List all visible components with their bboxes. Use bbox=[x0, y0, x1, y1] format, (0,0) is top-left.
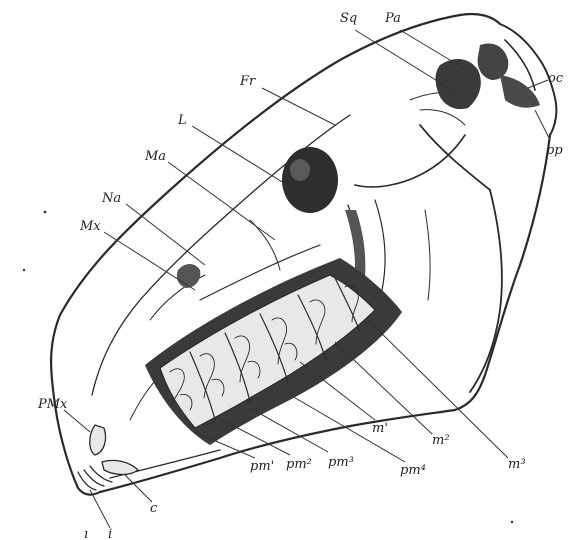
upper-incisor bbox=[90, 425, 106, 455]
label-oc: oc bbox=[548, 71, 564, 86]
label-m1: m' bbox=[372, 421, 388, 436]
orbit-highlight bbox=[290, 159, 310, 181]
canine-tooth bbox=[102, 460, 138, 474]
label-ma: Ma bbox=[144, 149, 166, 164]
speck-2 bbox=[23, 269, 25, 271]
front-teeth bbox=[78, 425, 138, 490]
leader-na bbox=[126, 204, 205, 265]
speck-3 bbox=[511, 521, 513, 523]
label-i: i bbox=[108, 527, 112, 540]
leader-pa bbox=[400, 30, 470, 72]
leader-mx bbox=[104, 232, 195, 290]
paroccipital-process bbox=[500, 75, 540, 108]
label-na: Na bbox=[101, 191, 121, 206]
auditory-region bbox=[478, 43, 509, 80]
label-pm1: pm' bbox=[250, 459, 274, 474]
label-mx: Mx bbox=[79, 219, 101, 234]
lower-incisor-2 bbox=[84, 470, 104, 486]
leader-oc bbox=[528, 80, 548, 88]
infraorbital-foramen bbox=[177, 264, 200, 288]
orbit-eye-socket bbox=[282, 147, 338, 213]
label-fr: Fr bbox=[239, 74, 256, 89]
leader-ma bbox=[168, 162, 275, 240]
label-pm4: pm⁴ bbox=[400, 463, 426, 478]
label-l: L bbox=[177, 113, 187, 128]
label-pa: Pa bbox=[384, 11, 401, 26]
label-c: c bbox=[150, 501, 158, 516]
label-pp: pp bbox=[546, 143, 563, 158]
label-sq: Sq bbox=[340, 11, 357, 26]
speck-1 bbox=[44, 211, 47, 214]
label-i-partial: ı bbox=[84, 527, 88, 540]
label-pm2: pm² bbox=[286, 457, 312, 472]
shading bbox=[177, 43, 540, 300]
leader-i bbox=[90, 490, 110, 528]
label-m3: m³ bbox=[508, 457, 526, 472]
leader-fr bbox=[262, 88, 335, 125]
label-pm3: pm³ bbox=[328, 455, 354, 470]
leader-pmx bbox=[64, 410, 90, 432]
label-pmx: PMx bbox=[37, 397, 68, 412]
leader-sq bbox=[355, 30, 460, 95]
leader-pp bbox=[535, 110, 550, 140]
label-m2: m² bbox=[432, 433, 450, 448]
